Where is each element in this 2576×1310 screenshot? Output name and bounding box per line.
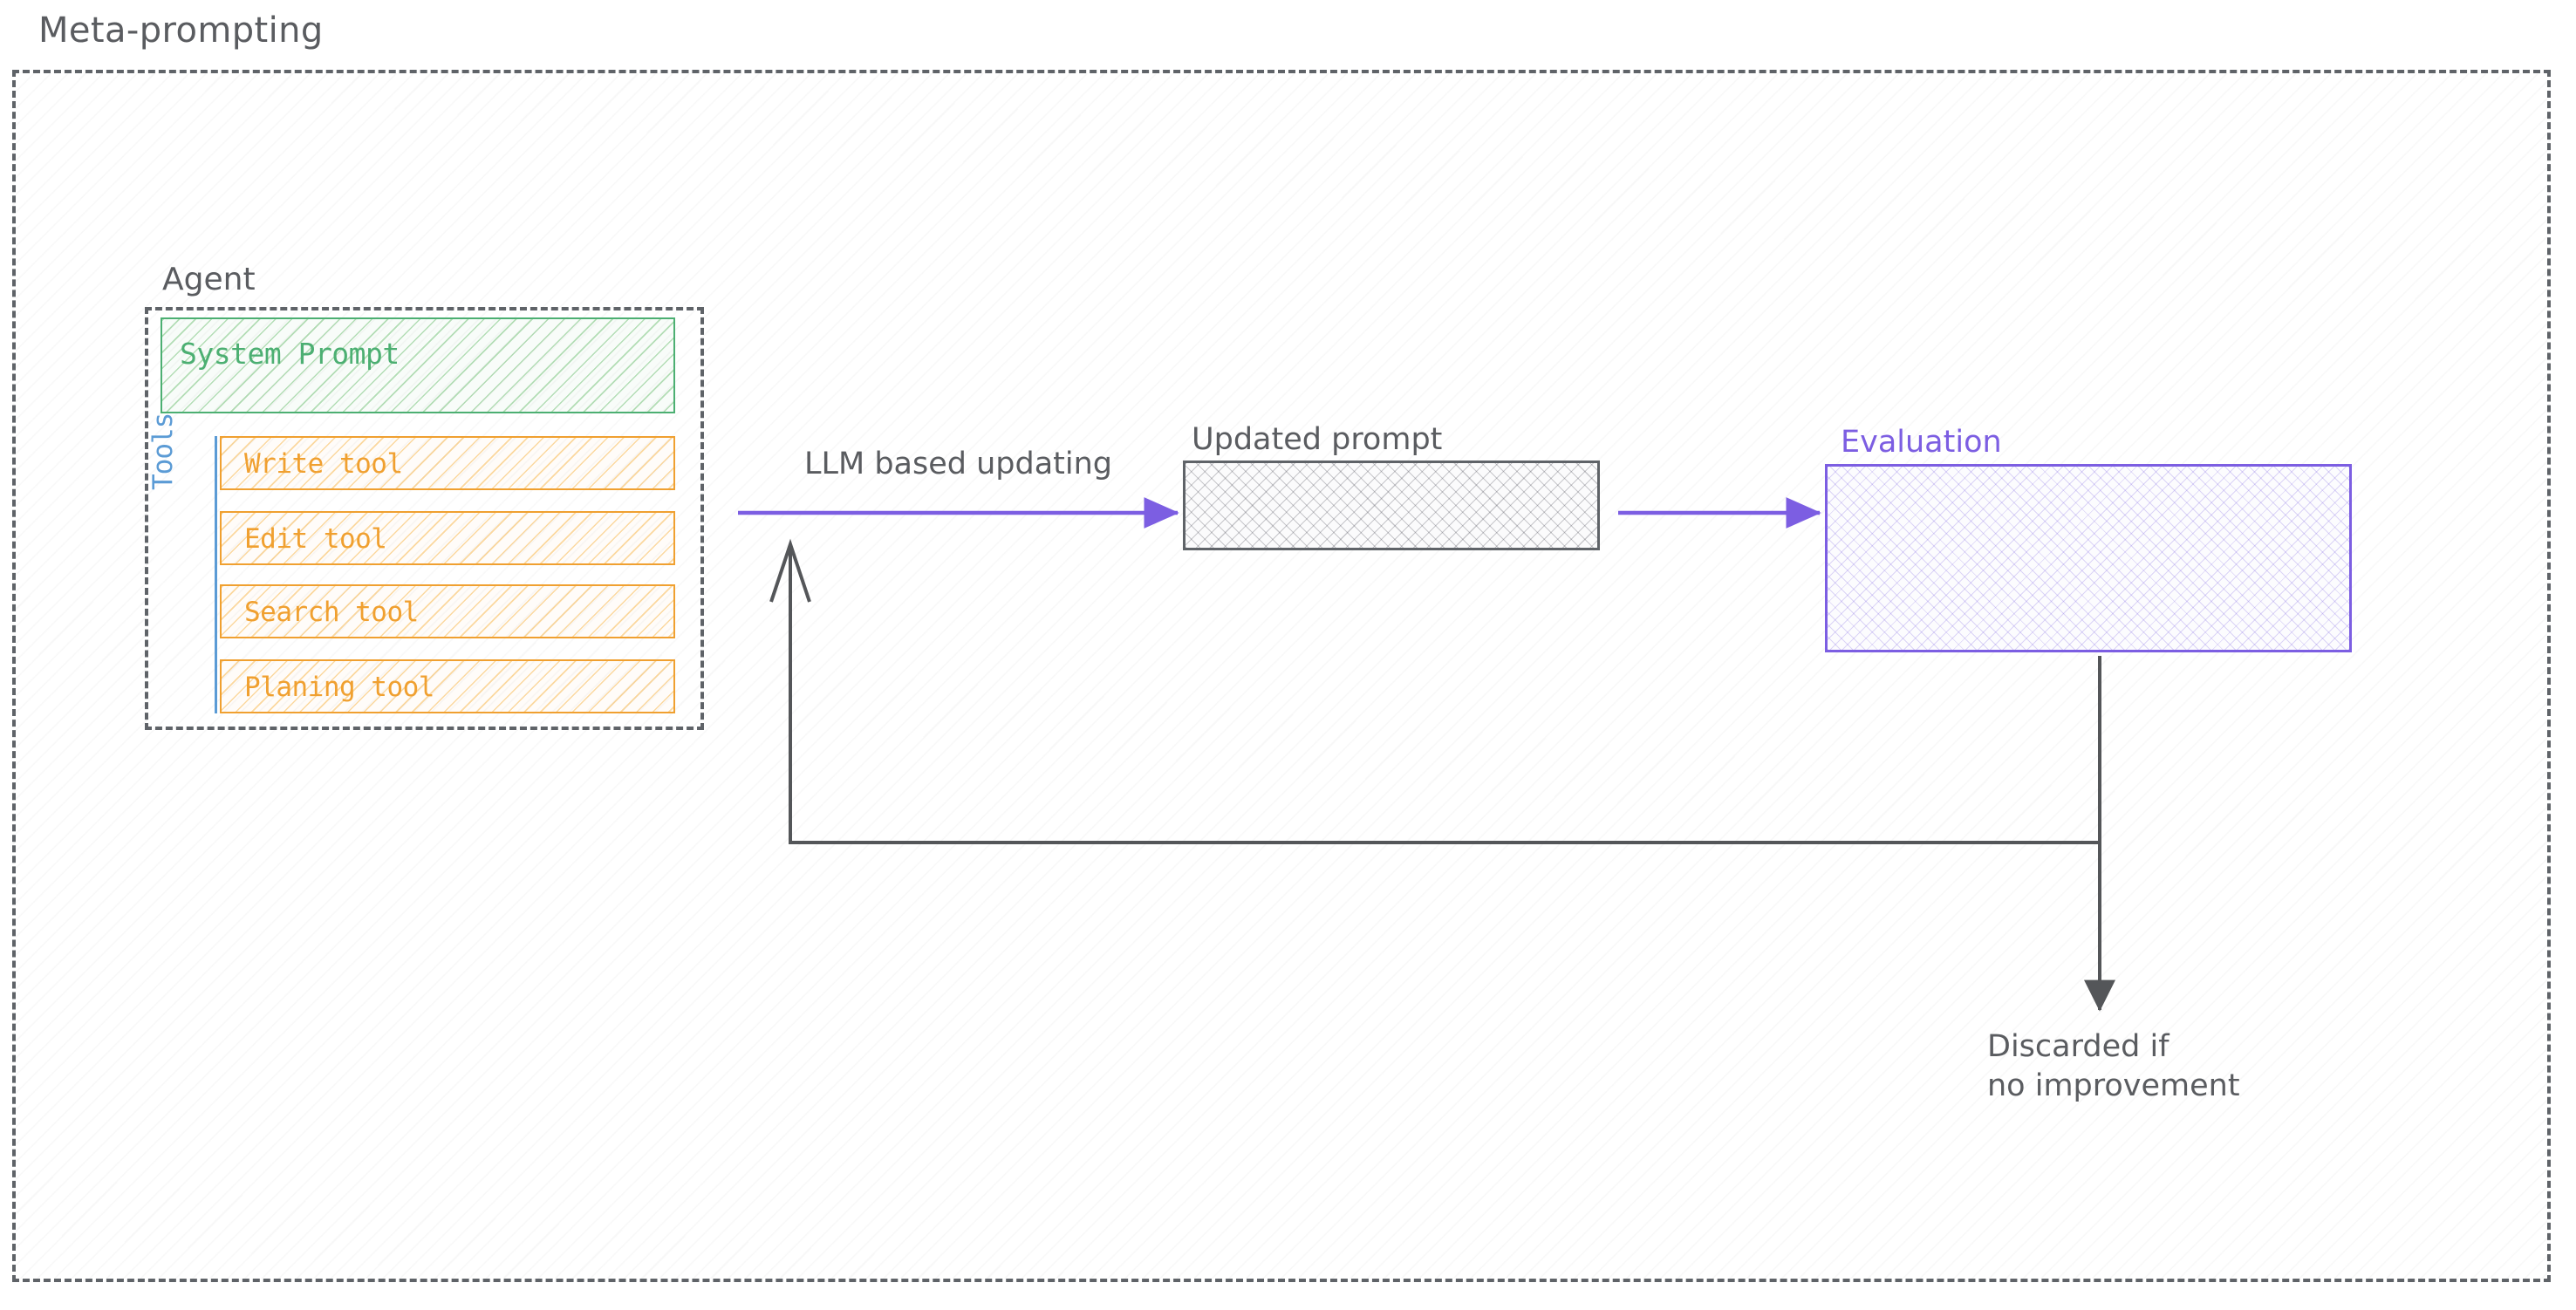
page-title: Meta-prompting bbox=[38, 10, 324, 51]
evaluation-box bbox=[1825, 464, 2352, 652]
system-prompt-box: System Prompt bbox=[161, 317, 675, 413]
tool-box-edit[interactable]: Edit tool bbox=[220, 511, 675, 565]
tool-box-planing[interactable]: Planing tool bbox=[220, 659, 675, 713]
system-prompt-label: System Prompt bbox=[180, 337, 400, 371]
agent-container bbox=[145, 307, 704, 730]
agent-label: Agent bbox=[162, 262, 256, 297]
tool-label-search: Search tool bbox=[244, 597, 419, 628]
tool-label-write: Write tool bbox=[244, 448, 403, 480]
discarded-if-no-improvement-label: Discarded if no improvement bbox=[1987, 1029, 2240, 1103]
llm-based-updating-label: LLM based updating bbox=[804, 447, 1113, 481]
tool-label-edit: Edit tool bbox=[244, 523, 387, 555]
tools-group-rail bbox=[215, 436, 217, 713]
tools-group-label: Tools bbox=[147, 413, 179, 490]
updated-prompt-box bbox=[1183, 461, 1600, 550]
tool-box-write[interactable]: Write tool bbox=[220, 436, 675, 490]
tool-box-search[interactable]: Search tool bbox=[220, 584, 675, 638]
updated-prompt-label: Updated prompt bbox=[1192, 422, 1443, 457]
evaluation-label: Evaluation bbox=[1841, 425, 2002, 460]
tool-label-planing: Planing tool bbox=[244, 672, 434, 703]
